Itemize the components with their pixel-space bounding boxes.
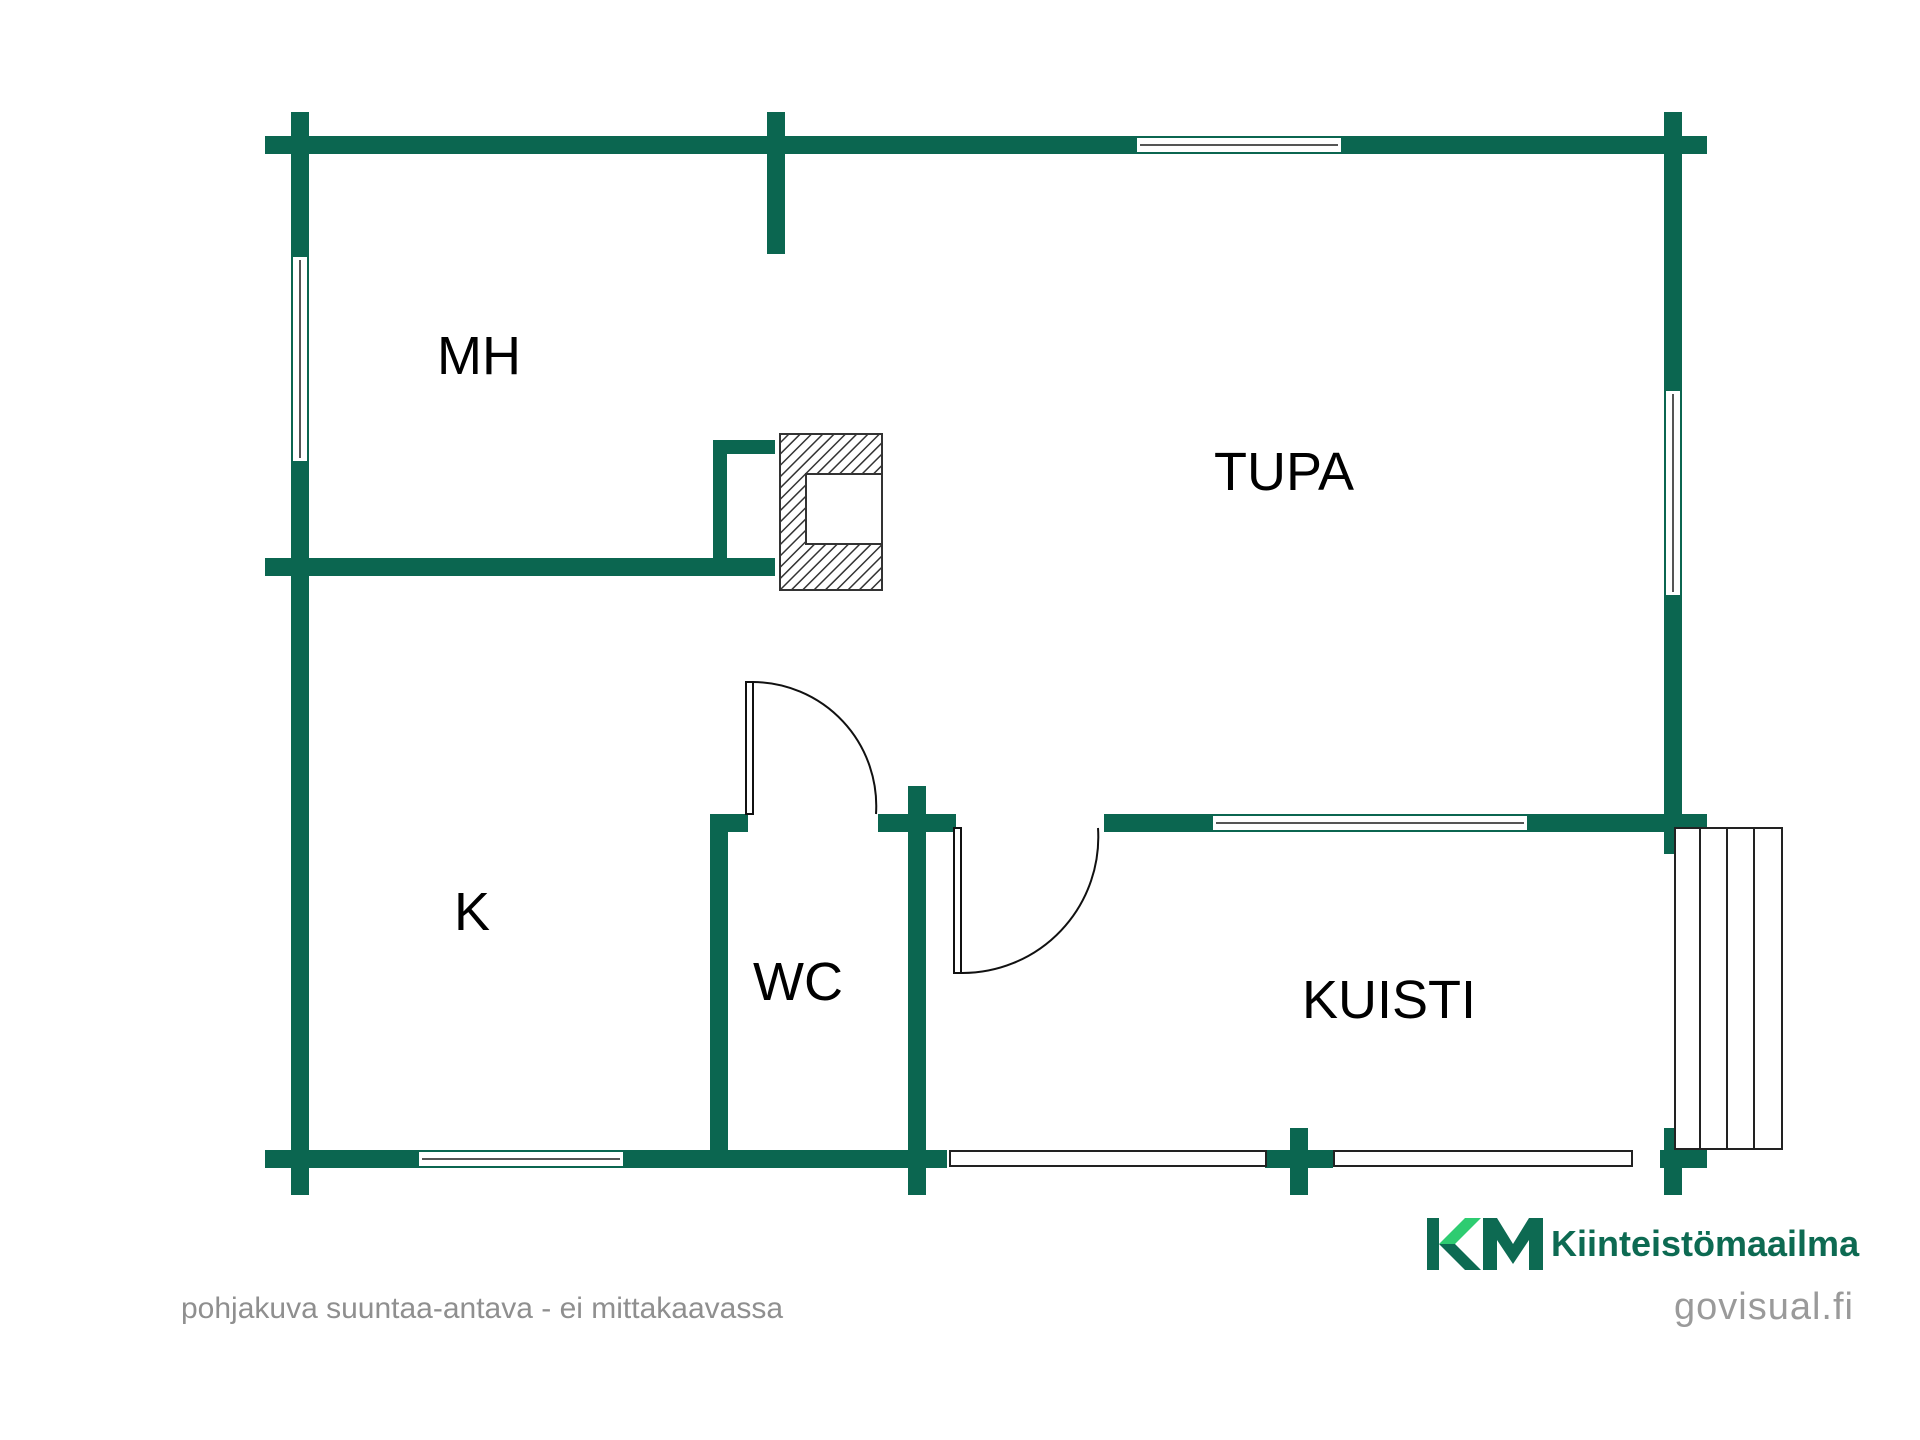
window-bottom-left bbox=[417, 1150, 625, 1168]
walls bbox=[265, 112, 1707, 1195]
wall-top-stub bbox=[767, 112, 785, 254]
window-left bbox=[291, 255, 309, 463]
door-wc bbox=[745, 681, 878, 815]
room-label-wc: WC bbox=[753, 952, 843, 1012]
km-logo-icon bbox=[1427, 1218, 1543, 1270]
kuisti-glazing bbox=[949, 1150, 1633, 1167]
wall-mh-bottom bbox=[265, 558, 775, 576]
wall-wc-left bbox=[710, 814, 728, 1164]
doors bbox=[745, 681, 1100, 975]
credit-text: govisual.fi bbox=[1674, 1286, 1854, 1328]
chimney-top bbox=[713, 440, 775, 454]
wall-wc-top-left bbox=[710, 814, 748, 832]
brand: Kiinteistömaailma bbox=[1425, 1214, 1859, 1274]
room-label-kuisti: KUISTI bbox=[1302, 970, 1476, 1030]
brand-name: Kiinteistömaailma bbox=[1551, 1223, 1860, 1264]
room-label-tupa: TUPA bbox=[1214, 442, 1354, 502]
windows bbox=[291, 136, 1682, 1168]
door-kuisti bbox=[953, 827, 1100, 975]
wall-top bbox=[265, 136, 1707, 154]
window-kuisti-top bbox=[1211, 814, 1529, 832]
fireplace bbox=[779, 433, 883, 591]
room-label-k: K bbox=[454, 882, 490, 942]
wall-bottom-post-h bbox=[1265, 1150, 1333, 1168]
window-top bbox=[1135, 136, 1343, 154]
chimney-left bbox=[713, 440, 727, 562]
window-right bbox=[1664, 389, 1682, 597]
wall-wc-right bbox=[908, 786, 926, 1195]
room-label-mh: MH bbox=[437, 326, 521, 386]
steps bbox=[1674, 827, 1783, 1150]
disclaimer-text: pohjakuva suuntaa-antava - ei mittakaava… bbox=[181, 1292, 784, 1325]
